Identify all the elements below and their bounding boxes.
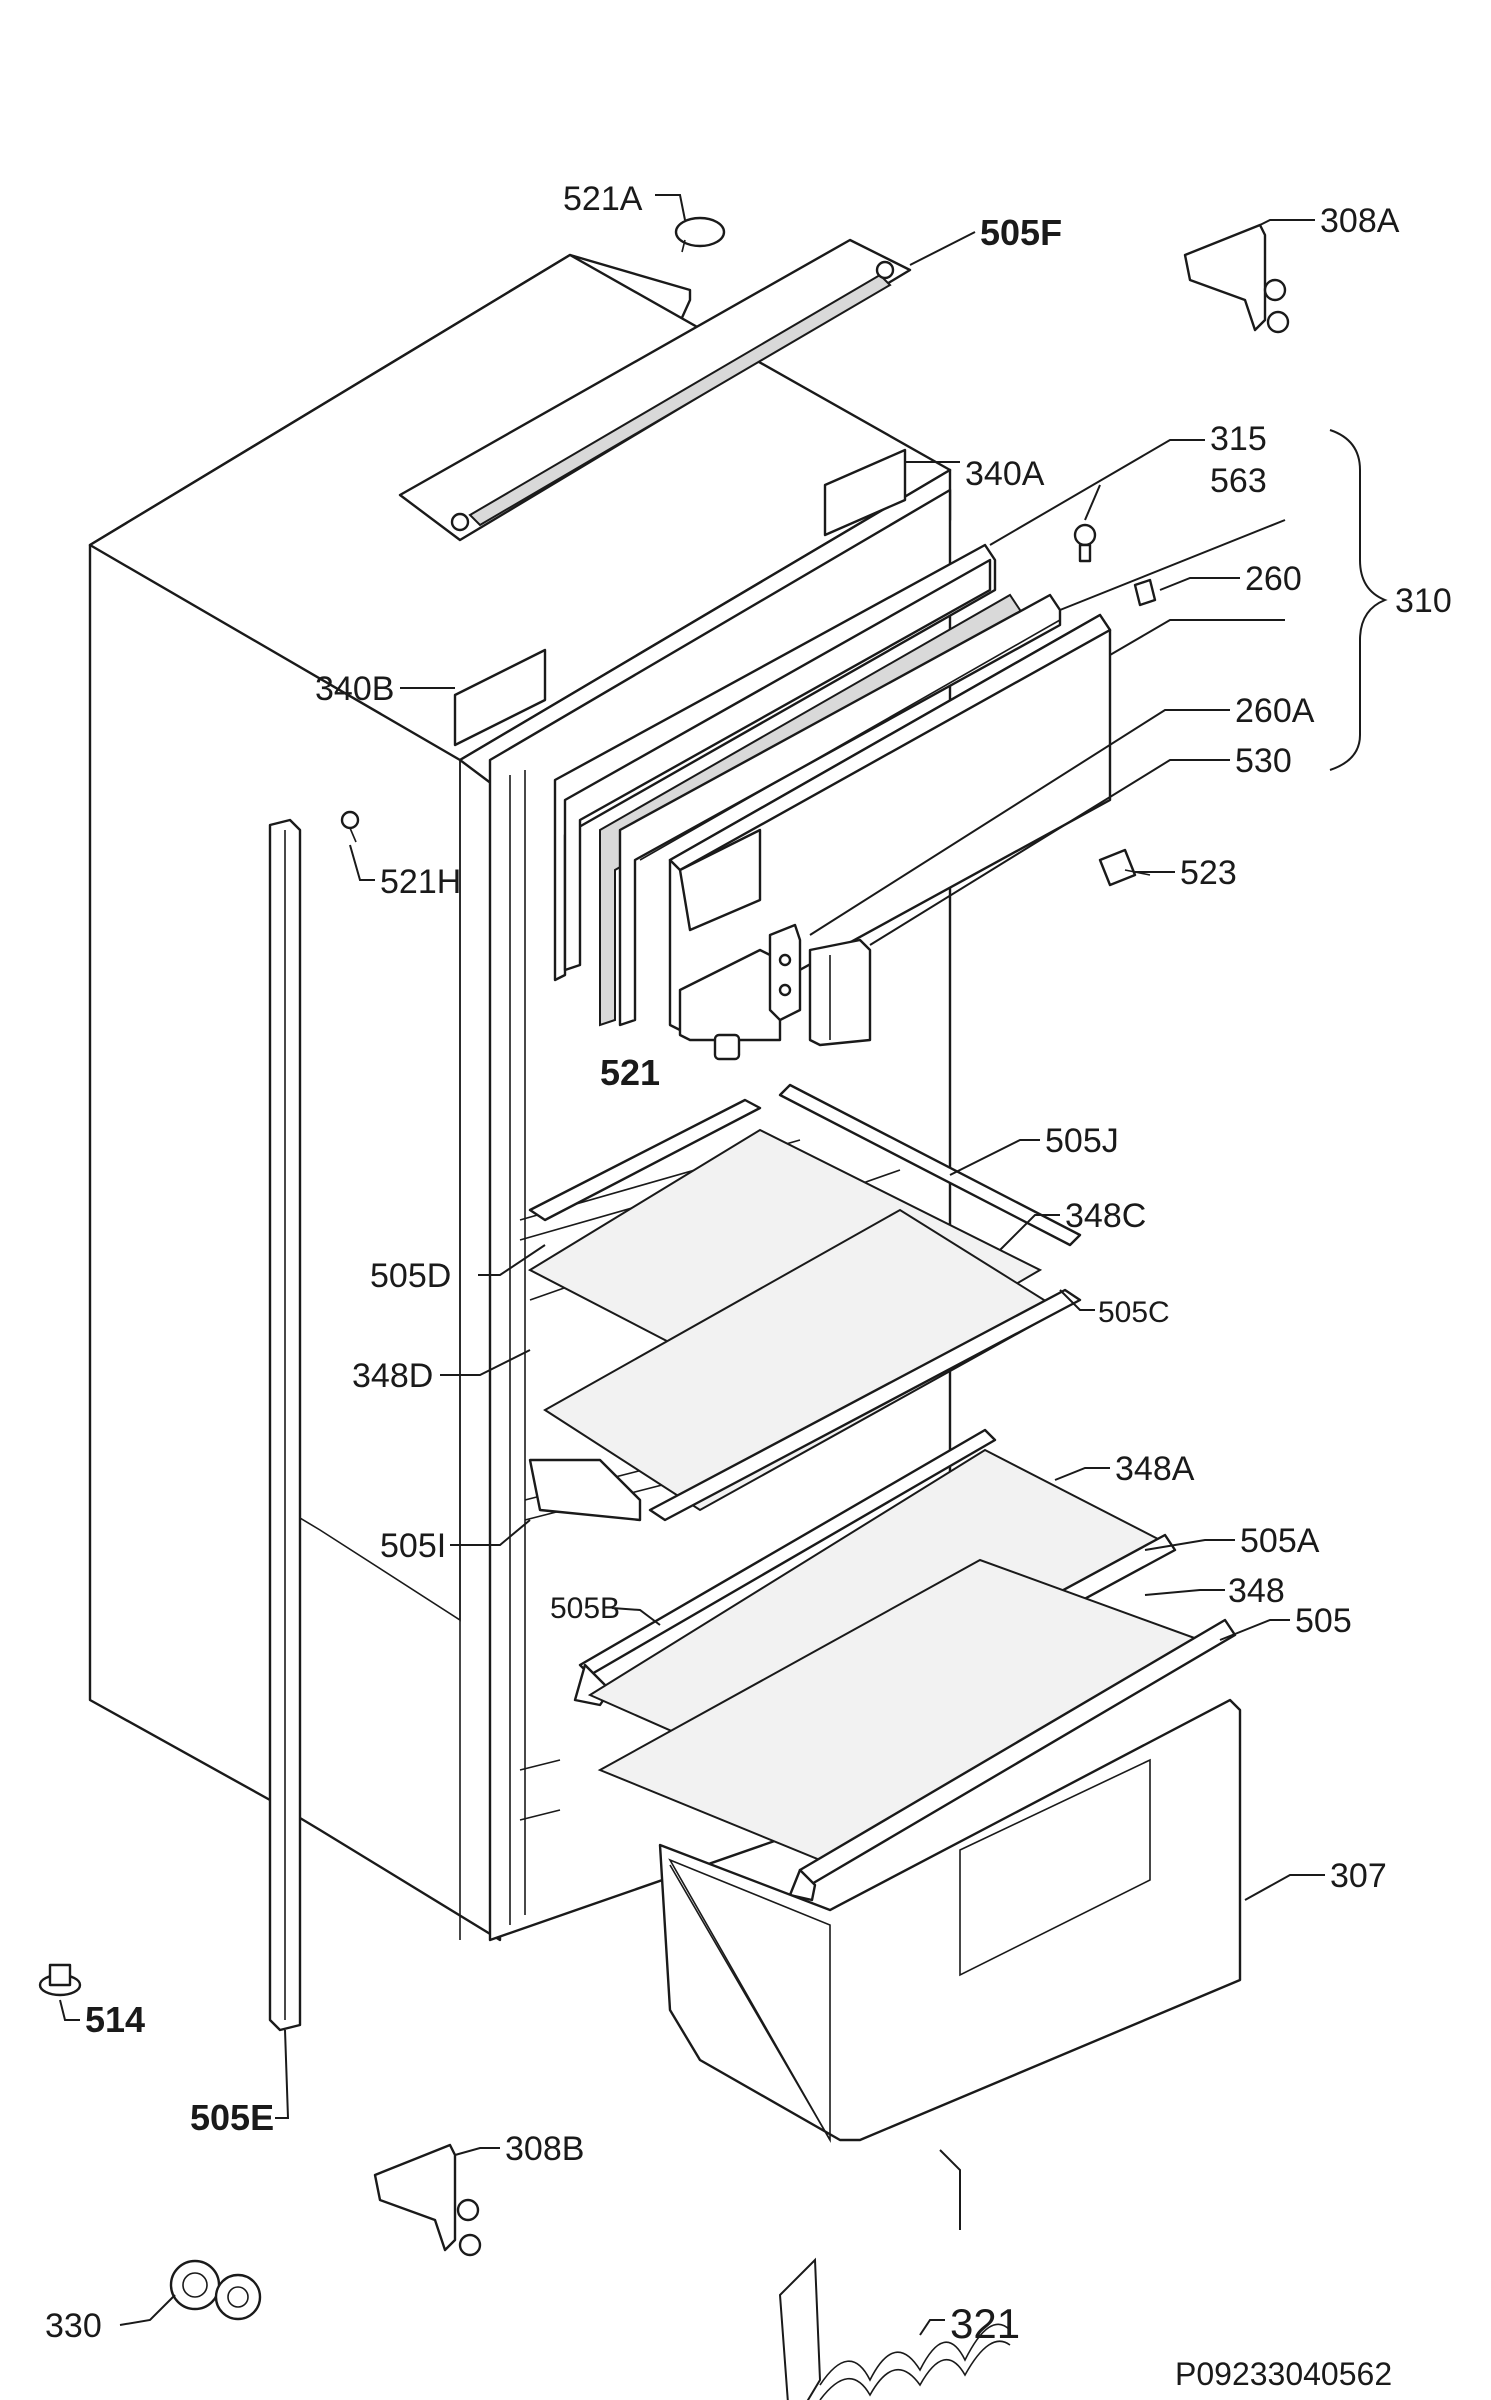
- label-505J: 505J: [1045, 1122, 1119, 1160]
- label-505C: 505C: [1098, 1296, 1170, 1329]
- label-521: 521: [600, 1052, 660, 1093]
- label-310: 310: [1395, 582, 1452, 620]
- cap-521A: [674, 216, 726, 253]
- label-348C: 348C: [1065, 1197, 1146, 1235]
- sticker-340B: [453, 648, 547, 747]
- door-hinge: [768, 923, 802, 1022]
- top-trim-plate: [398, 238, 912, 542]
- vertical-trim-strip: [268, 818, 302, 2032]
- label-348: 348: [1228, 1572, 1285, 1610]
- label-340B: 340B: [315, 670, 394, 708]
- upper-shelf: [527, 1083, 1082, 1522]
- label-340A: 340A: [965, 455, 1045, 493]
- label-514: 514: [85, 1999, 145, 2040]
- screw-521H: [340, 810, 360, 843]
- label-530: 530: [1235, 742, 1292, 780]
- label-505F: 505F: [980, 212, 1062, 253]
- hinge-308A: [1183, 223, 1290, 334]
- door-handle: [808, 938, 872, 1047]
- label-521A: 521A: [563, 180, 643, 218]
- label-505D: 505D: [370, 1257, 451, 1295]
- label-321: 321: [950, 2300, 1020, 2347]
- label-260A: 260A: [1235, 692, 1315, 730]
- drawing-code: P09233040562: [1175, 2356, 1392, 2392]
- label-308A: 308A: [1320, 202, 1400, 240]
- label-505A: 505A: [1240, 1522, 1320, 1560]
- crisper-drawer: [658, 1698, 1242, 2144]
- label-523: 523: [1180, 854, 1237, 892]
- label-315: 315: [1210, 420, 1267, 458]
- label-505E: 505E: [190, 2097, 274, 2138]
- freezer-door-assembly: [553, 543, 1112, 1042]
- leader-lines: [59, 194, 1388, 2336]
- label-563: 563: [1210, 462, 1267, 500]
- label-330: 330: [45, 2307, 102, 2345]
- label-348A: 348A: [1115, 1450, 1195, 1488]
- bottle-rack: [778, 2149, 1011, 2400]
- clip-260: [1133, 578, 1157, 607]
- sticker-340A: [823, 448, 907, 537]
- rollers-330: [169, 2259, 262, 2321]
- label-505I: 505I: [380, 1527, 446, 1565]
- label-521H: 521H: [380, 863, 461, 901]
- label-505: 505: [1295, 1602, 1352, 1640]
- label-307: 307: [1330, 1857, 1387, 1895]
- label-348D: 348D: [352, 1357, 433, 1395]
- label-260: 260: [1245, 560, 1302, 598]
- hinge-308B: [373, 2143, 482, 2257]
- foot-514: [38, 1963, 82, 1997]
- latch-521: [713, 1033, 741, 1061]
- screw-563: [1073, 523, 1097, 563]
- label-505B: 505B: [550, 1592, 620, 1625]
- part-labels: 521A 505F 308A 315 563 340A 260 310 340B…: [45, 180, 1452, 2392]
- lamp-523: [1098, 848, 1151, 887]
- label-308B: 308B: [505, 2130, 584, 2168]
